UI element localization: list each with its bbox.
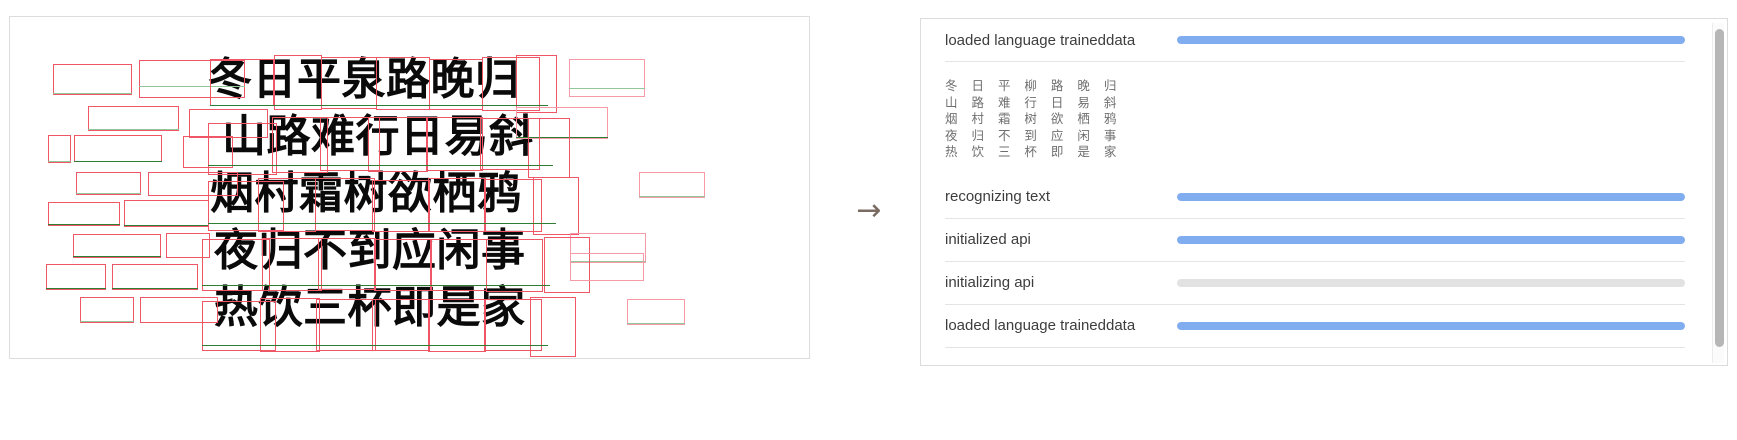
ocr-word-bounding-box [48,135,71,163]
log-row-label: loaded language traineddata [945,317,1136,334]
scanned-poem-line: 冬日平泉路晚归 [208,54,520,105]
ocr-word-bounding-box [48,202,120,226]
ocr-baseline [639,196,705,197]
log-row-progress-bar [1177,321,1685,330]
ocr-baseline [570,261,646,262]
ocr-word-bounding-box [639,172,705,198]
ocr-word-bounding-box [140,297,218,323]
ocr-baseline [208,223,556,224]
ocr-word-bounding-box [74,135,162,162]
ocr-progress-log-panel: loaded language traineddata 冬 日 平 柳 路 晚 … [920,18,1728,366]
log-row-progress-bar [1177,36,1685,44]
scanned-poem-text: 冬日平泉路晚归 山路难行日易斜 烟村霜树欲栖鸦 夜归不到应闲事 热饮三杯即是家 [208,51,602,336]
ocr-baseline [53,93,132,94]
ocr-recognized-line: 冬 日 平 柳 路 晚 归 [945,78,1122,93]
progress-fill [1177,192,1685,201]
ocr-baseline [516,137,608,138]
scanned-document-canvas: 冬日平泉路晚归 山路难行日易斜 烟村霜树欲栖鸦 夜归不到应闲事 热饮三杯即是家 [10,17,809,358]
scanned-poem-line: 烟村霜树欲栖鸦 [210,168,522,219]
ocr-recognized-line: 热 饮 三 杯 即 是 家 [945,144,1122,159]
ocr-word-bounding-box [73,234,161,258]
ocr-baseline [569,88,645,89]
ocr-word-bounding-box [76,172,141,195]
log-row-label: initialized api [945,231,1031,248]
ocr-word-bounding-box [53,64,132,95]
ocr-word-bounding-box [46,264,106,290]
ocr-word-bounding-box [124,200,209,227]
ocr-word-bounding-box [627,299,685,325]
ocr-baseline [124,225,209,226]
ocr-word-bounding-box [166,233,210,258]
log-row-progress-bar [1177,278,1685,287]
scanned-poem-line: 夜归不到应闲事 [214,225,526,276]
ocr-word-bounding-box [80,297,134,323]
scanned-poem-line: 山路难行日易斜 [222,111,534,162]
ocr-baseline [202,345,548,346]
scrollbar-thumb[interactable] [1715,29,1724,347]
ocr-word-bounding-box [88,106,179,131]
right-arrow-icon: → [856,193,882,228]
log-row[interactable]: loaded language traineddata [945,305,1685,348]
ocr-baseline [139,86,245,87]
ocr-baseline [46,288,106,289]
ocr-baseline [88,129,179,130]
log-row-progress-bar [1177,235,1685,244]
progress-fill [1177,36,1685,44]
ocr-baseline [208,165,553,166]
progress-fill [1177,235,1685,244]
log-row[interactable]: initializing api [945,262,1685,305]
progress-fill [1177,321,1685,330]
ocr-baseline [202,285,550,286]
log-scroll-area[interactable]: loaded language traineddata 冬 日 平 柳 路 晚 … [921,19,1709,365]
scanned-poem-line: 热饮三杯即是家 [214,282,526,333]
ocr-baseline [76,193,141,194]
ocr-baseline [73,256,161,257]
ocr-baseline [210,105,548,106]
ocr-baseline [112,288,198,289]
log-row[interactable]: loaded language traineddata [945,19,1685,62]
ocr-word-bounding-box [112,264,198,290]
ocr-baseline [80,321,134,322]
log-row[interactable]: recognizing text [945,176,1685,219]
scanned-document-panel: 冬日平泉路晚归 山路难行日易斜 烟村霜树欲栖鸦 夜归不到应闲事 热饮三杯即是家 [9,16,810,359]
ocr-baseline [627,323,685,324]
vertical-scrollbar[interactable] [1712,23,1724,363]
ocr-baseline [74,161,162,162]
ocr-recognized-line: 烟 村 霜 树 欲 栖 鸦 [945,111,1122,126]
ocr-baseline [48,161,71,162]
log-row-progress-bar [1177,192,1685,201]
ocr-recognized-text-block: 冬 日 平 柳 路 晚 归 山 路 难 行 日 易 斜 烟 村 霜 树 欲 栖 … [945,62,1685,176]
log-row-label: loaded language traineddata [945,31,1136,49]
log-row-label: recognizing text [945,188,1051,205]
log-row[interactable]: initialized api [945,219,1685,262]
ocr-recognized-line: 夜 归 不 到 应 闲 事 [945,127,1122,143]
ocr-recognized-line: 山 路 难 行 日 易 斜 [945,94,1122,110]
log-row-label: initializing api [945,274,1035,291]
ocr-baseline [48,224,120,225]
